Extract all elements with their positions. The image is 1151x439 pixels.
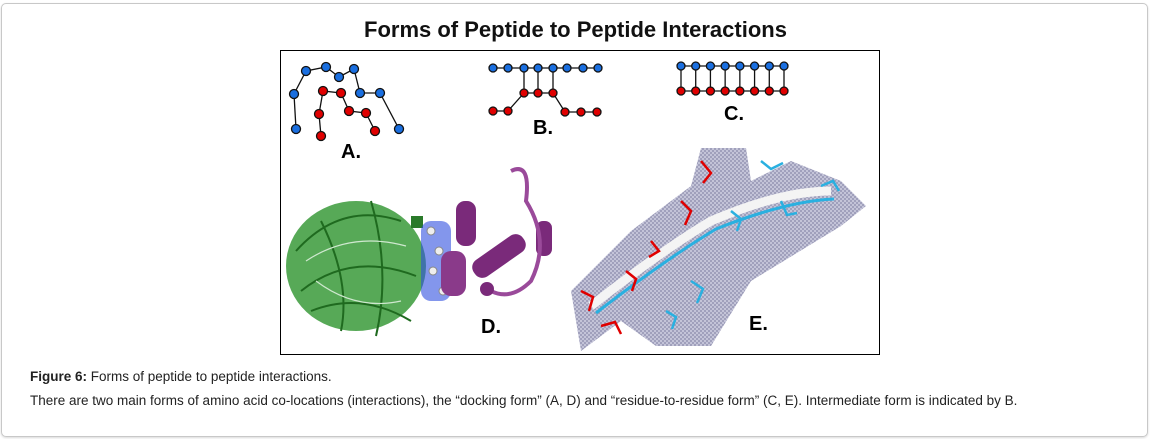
residue-node — [691, 86, 701, 96]
residue-node — [720, 61, 730, 71]
figure-caption: Figure 6: Forms of peptide to peptide in… — [30, 367, 332, 386]
residue-node — [705, 86, 716, 96]
residue-node — [735, 86, 745, 96]
residue-node — [676, 61, 686, 71]
residue-node — [779, 86, 789, 96]
panel-label-c: C. — [724, 103, 744, 125]
caption-description: There are two main forms of amino acid c… — [30, 393, 1018, 408]
residue-node — [691, 61, 701, 71]
figure-card — [1, 3, 1148, 437]
panel-label-d: D. — [481, 316, 501, 338]
panel-b-intermediate-diagram — [488, 63, 603, 117]
panel-d-docking-structure — [286, 167, 552, 337]
caption-title: Forms of peptide to peptide interactions… — [87, 369, 332, 384]
panel-label-a: A. — [341, 141, 361, 163]
panel-label-b: B. — [533, 117, 553, 139]
panel-a-docking-diagram — [288, 61, 405, 142]
caption-label: Figure 6: — [30, 369, 88, 384]
panel-e-residue-structure — [571, 148, 866, 351]
residue-node — [779, 61, 789, 71]
figure-illustration: A. B. C. — [286, 61, 866, 351]
residue-node — [764, 86, 774, 96]
residue-node — [705, 61, 716, 71]
figure-image: A. B. C. — [280, 50, 880, 355]
panel-label-e: E. — [749, 313, 768, 335]
residue-node — [735, 61, 745, 71]
residue-node — [720, 86, 730, 96]
residue-node — [749, 86, 760, 96]
residue-node — [749, 61, 760, 71]
residue-node — [676, 86, 686, 96]
panel-c-residue-diagram — [676, 61, 789, 96]
residue-node — [764, 61, 774, 71]
figure-title: Forms of Peptide to Peptide Interactions — [364, 17, 787, 42]
